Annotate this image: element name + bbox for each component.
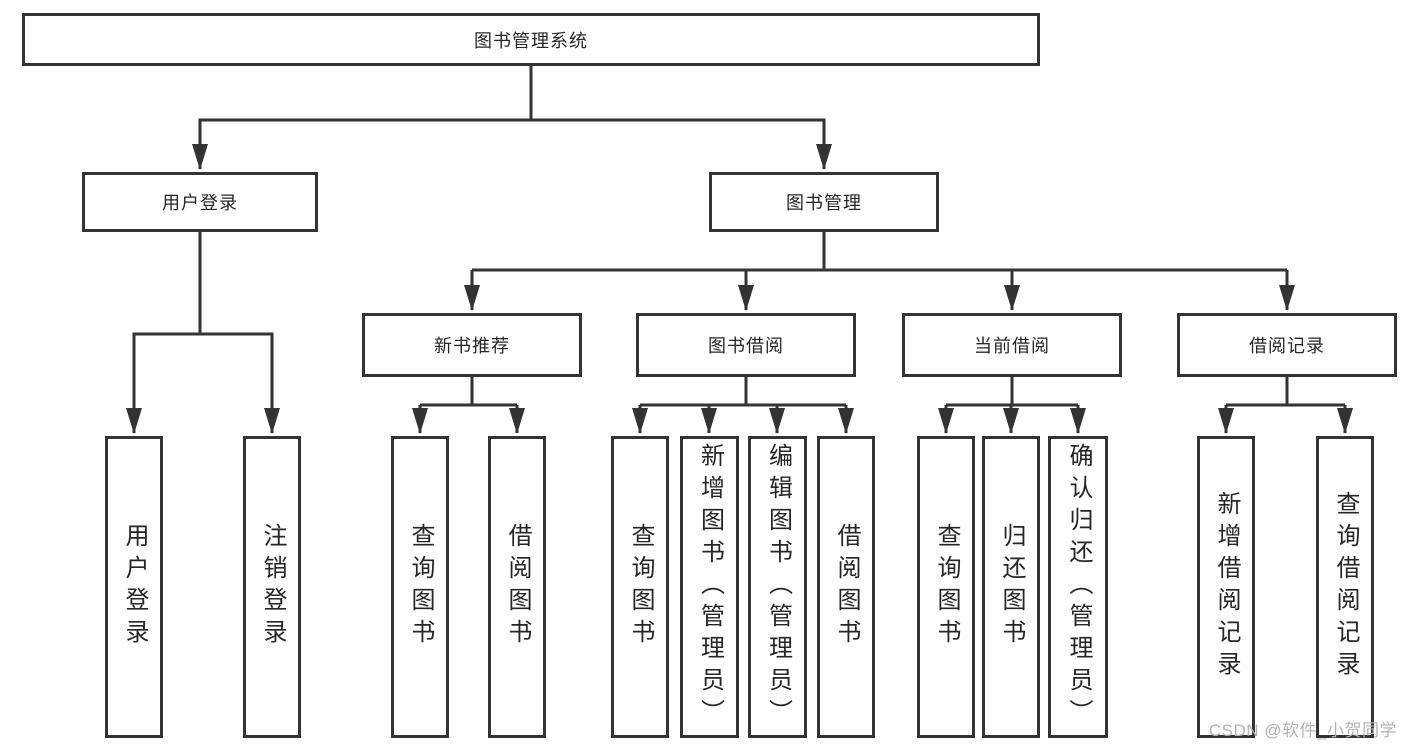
node-label: 当前借阅 [974, 336, 1050, 356]
leaf-return-books: 归还图书 [982, 436, 1040, 738]
leaf-label: 新增图书（管理员） [696, 443, 724, 731]
edge-to-leaf-user-login [126, 332, 200, 434]
leaf-user-login: 用户登录 [105, 436, 163, 738]
node-new-book-recommend: 新书推荐 [362, 313, 582, 377]
leaf-label: 注销登录 [259, 523, 286, 651]
edge-root-to-user-login [192, 118, 531, 170]
leaf-label: 查询图书 [933, 523, 960, 651]
leaf-label: 查询借阅记录 [1332, 491, 1359, 683]
node-label: 借阅记录 [1249, 336, 1325, 356]
node-label: 图书借阅 [708, 336, 784, 356]
leaf-confirm-return-admin: 确认归还（管理员） [1048, 436, 1108, 738]
csdn-watermark: CSDN @软件_小贺同学 [1208, 721, 1397, 740]
leaf-borrow-books-1: 借阅图书 [488, 436, 546, 738]
leaf-label: 归还图书 [998, 523, 1025, 651]
leaf-label: 编辑图书（管理员） [764, 443, 792, 731]
leaf-label: 查询图书 [627, 523, 654, 651]
node-label: 图书管理系统 [474, 30, 588, 51]
leaf-query-books-3: 查询图书 [917, 436, 975, 738]
edge-root-to-book-mgmt [531, 118, 832, 170]
leaf-edit-books-admin: 编辑图书（管理员） [748, 436, 807, 738]
node-user-login: 用户登录 [82, 172, 318, 232]
leaf-label: 借阅图书 [504, 523, 531, 651]
leaf-borrow-books-2: 借阅图书 [817, 436, 875, 738]
leaf-logout: 注销登录 [243, 436, 301, 738]
leaf-add-books-admin: 新增图书（管理员） [680, 436, 739, 738]
leaf-label: 借阅图书 [833, 523, 860, 651]
leaf-query-borrow-record: 查询借阅记录 [1316, 436, 1374, 738]
node-current-borrowing: 当前借阅 [902, 313, 1122, 377]
node-borrowing-records: 借阅记录 [1177, 313, 1397, 377]
leaf-add-borrow-record: 新增借阅记录 [1197, 436, 1255, 738]
leaf-label: 新增借阅记录 [1213, 491, 1240, 683]
leaf-query-books-1: 查询图书 [391, 436, 449, 738]
node-label: 用户登录 [162, 193, 238, 213]
node-book-management: 图书管理 [709, 172, 939, 232]
leaf-label: 查询图书 [407, 523, 434, 651]
node-label: 新书推荐 [434, 336, 510, 356]
node-label: 图书管理 [786, 193, 862, 213]
leaf-label: 用户登录 [121, 523, 148, 651]
leaf-label: 确认归还（管理员） [1065, 443, 1092, 731]
edge-to-leaf-logout [200, 332, 280, 434]
node-book-borrowing: 图书借阅 [636, 313, 856, 377]
leaf-query-books-2: 查询图书 [611, 436, 669, 738]
node-library-management-system: 图书管理系统 [22, 13, 1040, 66]
